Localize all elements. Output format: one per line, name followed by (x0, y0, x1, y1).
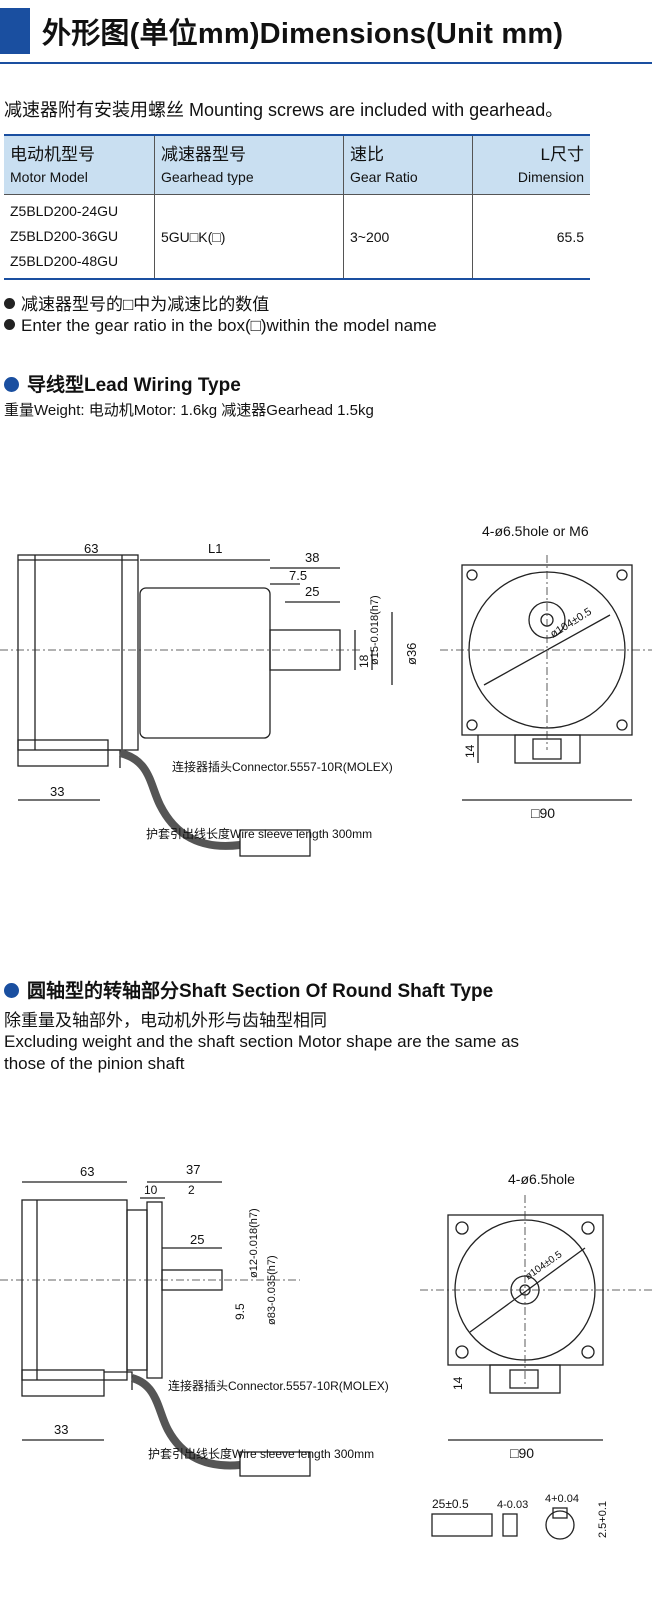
round-shaft-drawing: 63 37 10 2 25 ø12-0.018(h7) ø83-0.035(h7… (0, 1162, 652, 1540)
round-desc-en-2: those of the pinion shaft (4, 1054, 185, 1073)
dim-18: 18 (357, 654, 371, 668)
dim-10: 10 (144, 1183, 158, 1197)
model-item: Z5BLD200-24GU (10, 203, 119, 219)
cell-models: Z5BLD200-24GU Z5BLD200-36GU Z5BLD200-48G… (4, 194, 155, 280)
hole-spec: 4-ø6.5hole or M6 (482, 523, 589, 539)
dim-63: 63 (84, 541, 98, 556)
dim-pilot-dia: ø83-0.035(h7) (266, 1255, 278, 1325)
section-bullet-icon (4, 983, 19, 998)
dim-14: 14 (463, 744, 477, 758)
dim-square-90: □90 (510, 1445, 534, 1461)
lead-section-title: 导线型Lead Wiring Type (4, 370, 241, 397)
dim-shaft-dia: ø15-0.018(h7) (369, 595, 381, 665)
dim-2: 2 (188, 1183, 195, 1197)
dim-square-90: □90 (531, 805, 555, 821)
dim-14: 14 (451, 1376, 465, 1390)
connector-label: 连接器插头Connector.5557-10R(MOLEX) (172, 759, 393, 774)
model-item: Z5BLD200-48GU (10, 253, 119, 269)
dim-36: ø36 (404, 643, 419, 665)
dim-37: 37 (186, 1162, 200, 1177)
dim-38: 38 (305, 550, 319, 565)
table-row: Z5BLD200-24GU Z5BLD200-36GU Z5BLD200-48G… (4, 194, 590, 280)
round-desc-en-1: Excluding weight and the shaft section M… (4, 1032, 520, 1051)
dim-33: 33 (50, 784, 64, 799)
dim-7-5: 7.5 (289, 568, 307, 583)
header-accent-bar (0, 8, 30, 54)
key-height: 4+0.04 (545, 1493, 579, 1505)
page-title: 外形图(单位mm)Dimensions(Unit mm) (42, 18, 564, 50)
model-item: Z5BLD200-36GU (10, 228, 119, 244)
bullet-icon (4, 298, 15, 309)
bullet-note-cn: 减速器型号的□中为减速比的数值 (4, 290, 269, 315)
section-bullet-icon (4, 377, 19, 392)
key-depth: 2.5+0.1 (597, 1501, 609, 1538)
dim-25: 25 (305, 584, 319, 599)
screws-note: 减速器附有安装用螺丝 Mounting screws are included … (4, 100, 564, 120)
page-header: 外形图(单位mm)Dimensions(Unit mm) (0, 0, 652, 66)
pcd-spec: ø104±0.5 (548, 606, 594, 641)
sleeve-label: 护套引出线长度Wire sleeve length 300mm (148, 1446, 374, 1461)
sleeve-label: 护套引出线长度Wire sleeve length 300mm (146, 826, 372, 841)
key-width: 4-0.03 (497, 1499, 528, 1511)
bullet-icon (4, 319, 15, 330)
dim-l1: L1 (208, 541, 222, 556)
connector-label: 连接器插头Connector.5557-10R(MOLEX) (168, 1378, 389, 1393)
key-length: 25±0.5 (432, 1497, 469, 1511)
dim-shaft-dia: ø12-0.018(h7) (248, 1208, 260, 1278)
cell-dimension: 65.5 (472, 194, 590, 280)
header-rule (0, 62, 652, 64)
cell-gearhead: 5GU□K(□) (154, 194, 344, 280)
dim-33: 33 (54, 1422, 68, 1437)
lead-weight: 重量Weight: 电动机Motor: 1.6kg 减速器Gearhead 1.… (4, 402, 374, 419)
hole-spec: 4-ø6.5hole (508, 1171, 575, 1187)
round-section-title: 圆轴型的转轴部分Shaft Section Of Round Shaft Typ… (4, 976, 493, 1003)
cell-ratio: 3~200 (343, 194, 473, 280)
bullet-note-en: Enter the gear ratio in the box(□)within… (4, 316, 437, 336)
round-desc-cn: 除重量及轴部外，电动机外形与齿轴型相同 (4, 1011, 327, 1030)
lead-wiring-drawing: 63 L1 38 7.5 25 ø15-0.018(h7) ø36 18 33 … (0, 523, 652, 857)
dim-63: 63 (80, 1164, 94, 1179)
dim-25: 25 (190, 1232, 204, 1247)
dim-9-5: 9.5 (233, 1303, 247, 1320)
